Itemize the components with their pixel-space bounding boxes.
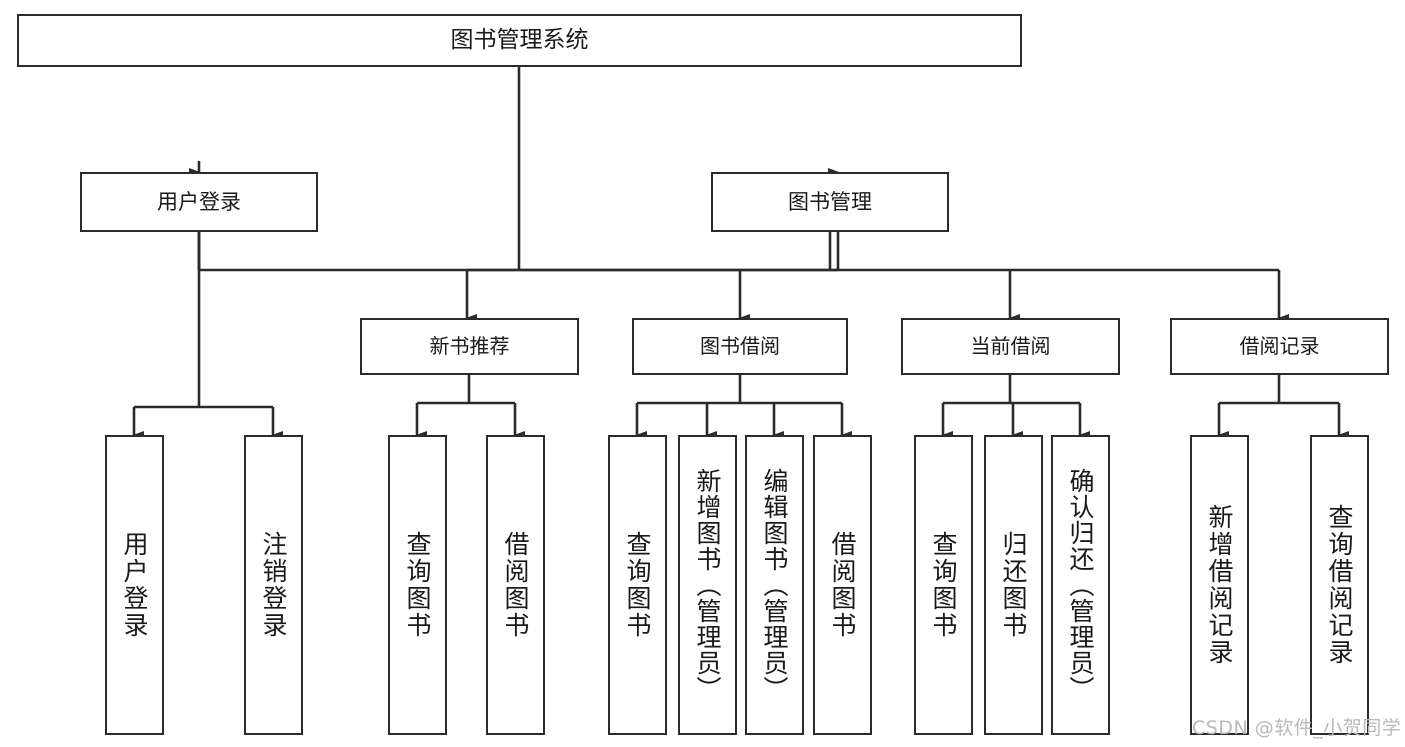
leaf-borrow-book[interactable]: 借阅图书 xyxy=(813,435,872,735)
node-root-label: 图书管理系统 xyxy=(450,27,589,54)
node-book-borrow-label: 图书借阅 xyxy=(700,334,780,358)
node-book-borrow[interactable]: 图书借阅 xyxy=(632,318,848,375)
leaf-user-login[interactable]: 用户登录 xyxy=(105,435,164,735)
leaf-add-book-admin[interactable]: 新增图书（管理员） xyxy=(678,435,737,735)
leaf-logout-label: 注销登录 xyxy=(259,531,288,639)
leaf-query-book-current[interactable]: 查询图书 xyxy=(914,435,973,735)
leaf-query-book-borrow-label: 查询图书 xyxy=(623,531,652,639)
leaf-borrow-book-label: 借阅图书 xyxy=(828,531,857,639)
leaf-query-borrow-record-label: 查询借阅记录 xyxy=(1325,504,1354,666)
leaf-confirm-return-admin[interactable]: 确认归还（管理员） xyxy=(1051,435,1110,735)
leaf-add-book-admin-label: 新增图书（管理员） xyxy=(693,468,722,702)
node-book-management-label: 图书管理 xyxy=(788,189,872,214)
node-root-system[interactable]: 图书管理系统 xyxy=(17,14,1022,67)
leaf-edit-book-admin-label: 编辑图书（管理员） xyxy=(760,468,789,702)
leaf-confirm-return-admin-label: 确认归还（管理员） xyxy=(1066,468,1095,702)
leaf-query-book-borrow[interactable]: 查询图书 xyxy=(608,435,667,735)
leaf-user-login-label: 用户登录 xyxy=(120,531,149,639)
node-borrow-record-label: 借阅记录 xyxy=(1239,334,1320,358)
leaf-query-book-recommend[interactable]: 查询图书 xyxy=(388,435,447,735)
leaf-add-borrow-record[interactable]: 新增借阅记录 xyxy=(1190,435,1249,735)
node-user-login-label: 用户登录 xyxy=(157,189,241,214)
node-new-book-recommend-label: 新书推荐 xyxy=(429,334,510,358)
leaf-return-book-label: 归还图书 xyxy=(999,531,1028,639)
node-current-borrow-label: 当前借阅 xyxy=(970,334,1051,358)
leaf-logout[interactable]: 注销登录 xyxy=(244,435,303,735)
leaf-edit-book-admin[interactable]: 编辑图书（管理员） xyxy=(745,435,804,735)
leaf-add-borrow-record-label: 新增借阅记录 xyxy=(1205,504,1234,666)
leaf-borrow-book-recommend-label: 借阅图书 xyxy=(501,531,530,639)
csdn-watermark: CSDN @软件_小贺同学 xyxy=(1192,717,1402,739)
node-book-management[interactable]: 图书管理 xyxy=(711,172,949,232)
leaf-return-book[interactable]: 归还图书 xyxy=(984,435,1043,735)
leaf-query-book-current-label: 查询图书 xyxy=(929,531,958,639)
leaf-query-book-recommend-label: 查询图书 xyxy=(403,531,432,639)
node-user-login[interactable]: 用户登录 xyxy=(80,172,318,232)
node-new-book-recommend[interactable]: 新书推荐 xyxy=(360,318,579,375)
leaf-query-borrow-record[interactable]: 查询借阅记录 xyxy=(1310,435,1369,735)
node-borrow-record[interactable]: 借阅记录 xyxy=(1170,318,1389,375)
leaf-borrow-book-recommend[interactable]: 借阅图书 xyxy=(486,435,545,735)
node-current-borrow[interactable]: 当前借阅 xyxy=(901,318,1120,375)
